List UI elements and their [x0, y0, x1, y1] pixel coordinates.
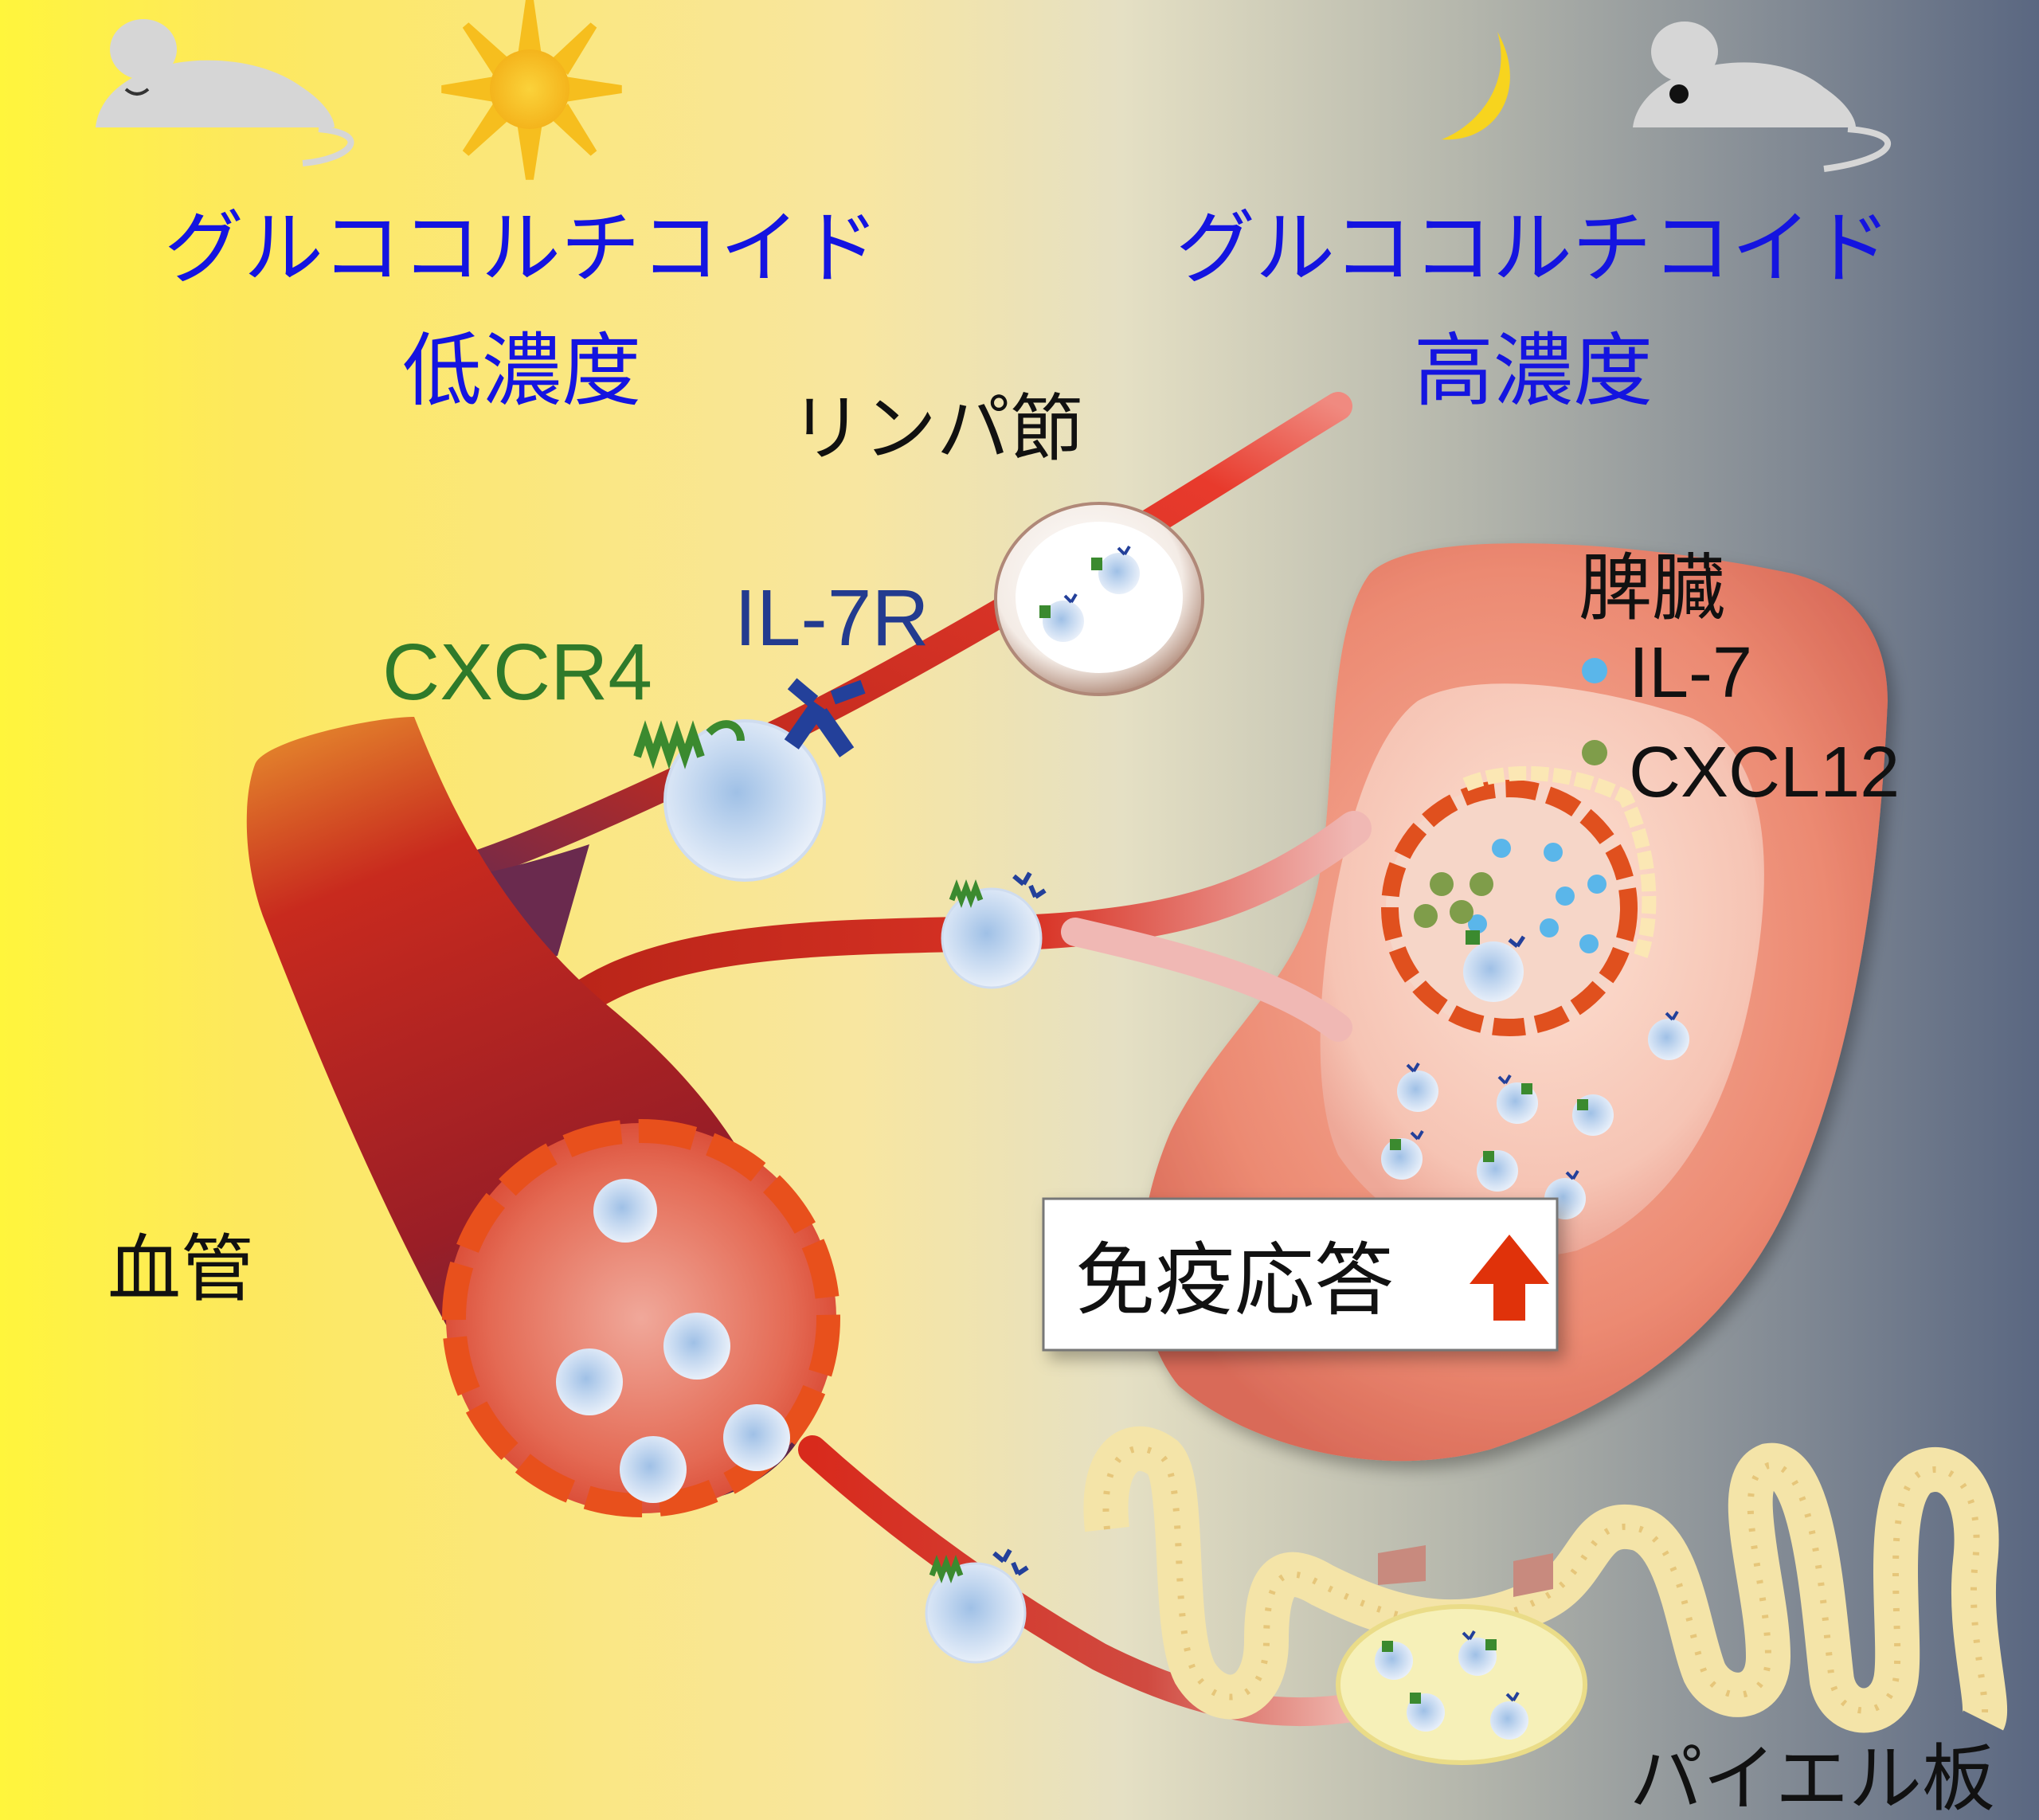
vessel-cross-section — [442, 1119, 840, 1517]
spleen-follicle — [1381, 765, 1657, 1036]
blood-cell — [556, 1348, 623, 1415]
t-cell-migrating — [925, 1548, 1029, 1664]
t-cell — [1477, 1150, 1518, 1192]
blood-cell — [723, 1404, 790, 1471]
sun-icon — [441, 0, 622, 180]
night-heading-line1: グルココルチコイド — [1176, 202, 1891, 295]
t-cell — [1490, 1691, 1528, 1740]
il7-legend-label: IL-7 — [1629, 633, 1752, 713]
t-cell-migrating — [941, 871, 1047, 989]
t-cell-cluster — [1381, 1010, 1689, 1219]
night-heading-line2: 高濃度 — [1414, 324, 1653, 417]
t-cell — [1497, 1074, 1538, 1124]
il7r-receptor — [784, 678, 866, 757]
il7r-label: IL-7R — [734, 573, 929, 663]
cxcl12-particle — [1414, 872, 1493, 928]
awake-mouse-icon — [1633, 22, 1891, 172]
blood-vessel-label: 血管 — [108, 1227, 254, 1312]
immune-response-box: 免疫応答 — [1042, 1197, 1559, 1352]
day-heading-line2: 低濃度 — [402, 324, 641, 417]
cxcl12-legend-swatch — [1582, 740, 1607, 765]
spleen-label: 脾臓 — [1579, 546, 1725, 631]
blood-cell — [620, 1436, 687, 1503]
immune-response-label: 免疫応答 — [1075, 1234, 1394, 1327]
sleeping-mouse-icon — [96, 19, 354, 166]
vessel-to-peyers-patch — [798, 1435, 1384, 1727]
t-cell — [1458, 1630, 1497, 1676]
lymph-node — [994, 502, 1204, 696]
t-cell — [1375, 1641, 1413, 1680]
blood-cell — [663, 1313, 730, 1380]
moon-icon — [1442, 32, 1510, 140]
il7-particle — [1468, 839, 1607, 953]
lymph-node-label: リンパ節 — [790, 386, 1083, 472]
vessel-to-spleen-lower — [1061, 918, 1352, 1042]
t-cell — [1091, 545, 1140, 594]
t-cell — [1381, 1129, 1424, 1180]
day-heading-line1: グルココルチコイド — [164, 202, 879, 295]
cxcr4-label: CXCR4 — [382, 628, 652, 717]
t-cell — [1397, 1062, 1438, 1112]
cxcr4-receptor — [633, 720, 745, 769]
t-cell — [1463, 930, 1526, 1002]
up-arrow-icon — [1470, 1235, 1549, 1321]
t-cell — [1039, 593, 1084, 642]
intestine — [1083, 1426, 2008, 1733]
t-cell — [1407, 1693, 1445, 1732]
peyers-patch — [1336, 1604, 1587, 1765]
il7-legend-swatch — [1582, 658, 1607, 683]
t-cell — [1572, 1094, 1614, 1136]
t-cell — [1648, 1010, 1689, 1060]
legend: IL-7 CXCL12 — [1582, 633, 1900, 812]
t-cell-large — [633, 678, 866, 882]
cxcl12-legend-label: CXCL12 — [1629, 733, 1900, 812]
peyers-patch-label: パイエル板 — [1630, 1736, 1995, 1820]
blood-cell — [593, 1179, 657, 1243]
